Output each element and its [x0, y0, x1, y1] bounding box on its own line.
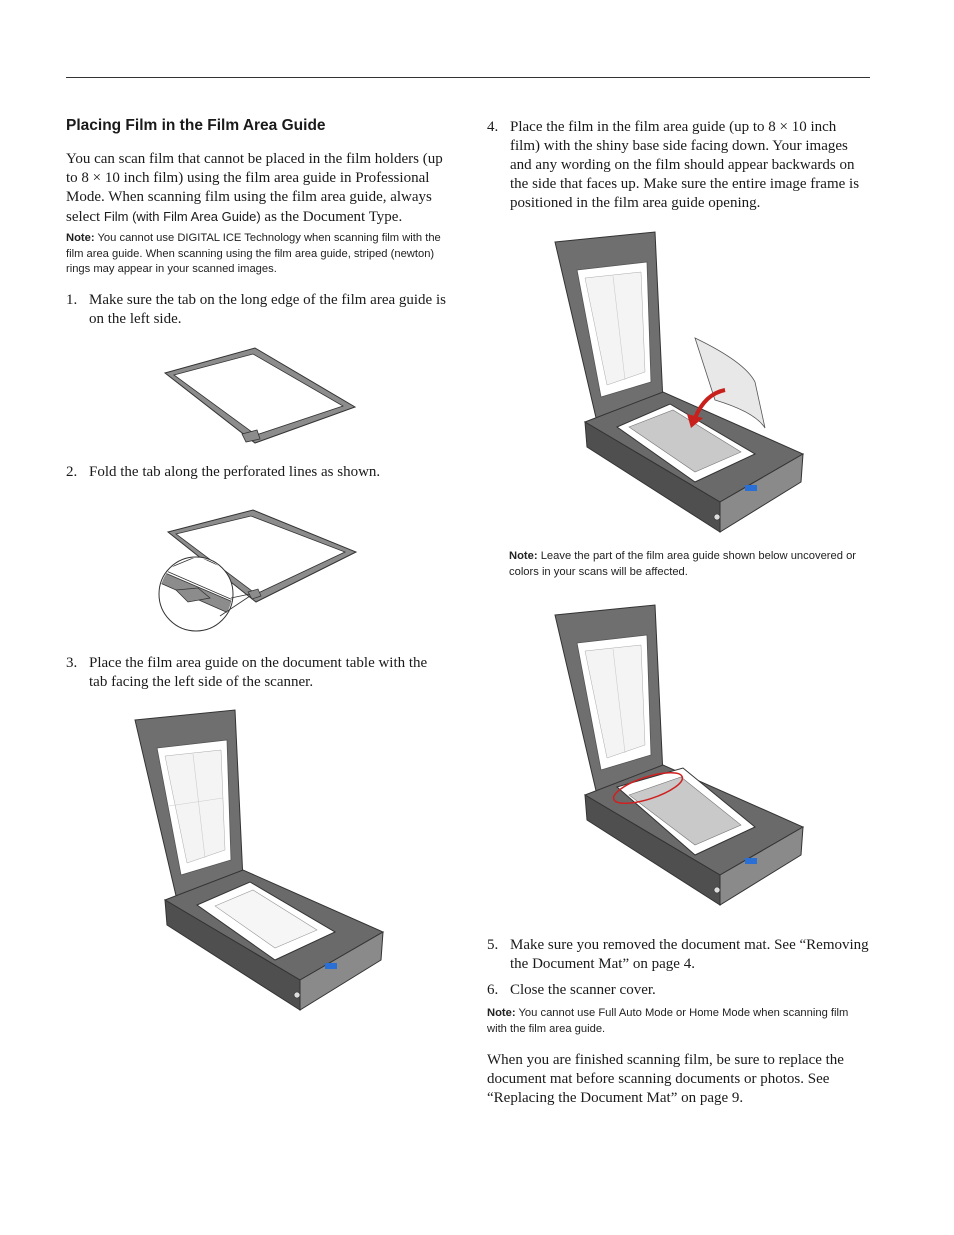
note-auto-mode: Note: You cannot use Full Auto Mode or H… — [487, 1006, 871, 1037]
intro-paragraph: You can scan film that cannot be placed … — [66, 150, 450, 227]
step-4: 4. Place the film in the film area guide… — [487, 118, 871, 218]
intro-text-after: as the Document Type. — [260, 209, 403, 225]
step-number: 4. — [487, 119, 499, 135]
step-number: 2. — [66, 464, 78, 480]
closing-paragraph: When you are finished scanning film, be … — [487, 1052, 844, 1106]
note-label: Note: — [487, 1007, 516, 1019]
note-text: You cannot use Full Auto Mode or Home Mo… — [487, 1007, 849, 1035]
intro-text-before: You can scan film that cannot be placed … — [66, 151, 443, 225]
step-5: 5. Make sure you removed the document ma… — [487, 936, 871, 976]
note-label: Note: — [66, 232, 95, 244]
film-area-guide-figure — [163, 347, 357, 444]
step-text: Place the film in the film area guide (u… — [510, 119, 860, 211]
step-text: Make sure the tab on the long edge of th… — [89, 292, 446, 327]
step-text: Fold the tab along the perforated lines … — [89, 464, 381, 480]
step-text: Close the scanner cover. — [510, 982, 656, 998]
step-number: 6. — [487, 982, 499, 998]
note-label: Note: — [509, 550, 538, 562]
document-type-term: Film (with Film Area Guide) — [103, 209, 261, 224]
scanner-with-guide-figure — [134, 709, 385, 1011]
scanner-placing-film-figure — [554, 231, 805, 533]
step-text: Place the film area guide on the documen… — [89, 655, 428, 690]
step-1: 1. Make sure the tab on the long edge of… — [66, 291, 450, 331]
note-text: Leave the part of the film area guide sh… — [509, 550, 857, 578]
step-6: 6. Close the scanner cover. — [487, 981, 871, 1001]
note-text: You cannot use DIGITAL ICE Technology wh… — [66, 232, 441, 275]
section-heading: Placing Film in the Film Area Guide — [66, 117, 326, 134]
step-text: Make sure you removed the document mat. … — [510, 937, 869, 972]
step-3: 3. Place the film area guide on the docu… — [66, 654, 450, 694]
step-number: 1. — [66, 292, 78, 308]
note-uncovered-area: Note: Leave the part of the film area gu… — [509, 549, 871, 580]
step-2: 2. Fold the tab along the perforated lin… — [66, 463, 450, 483]
note-digital-ice: Note: You cannot use DIGITAL ICE Technol… — [66, 231, 450, 278]
header-rule — [66, 77, 870, 78]
fold-tab-figure — [158, 509, 358, 632]
step-number: 3. — [66, 655, 78, 671]
scanner-highlight-area-figure — [554, 604, 805, 906]
step-number: 5. — [487, 937, 499, 953]
